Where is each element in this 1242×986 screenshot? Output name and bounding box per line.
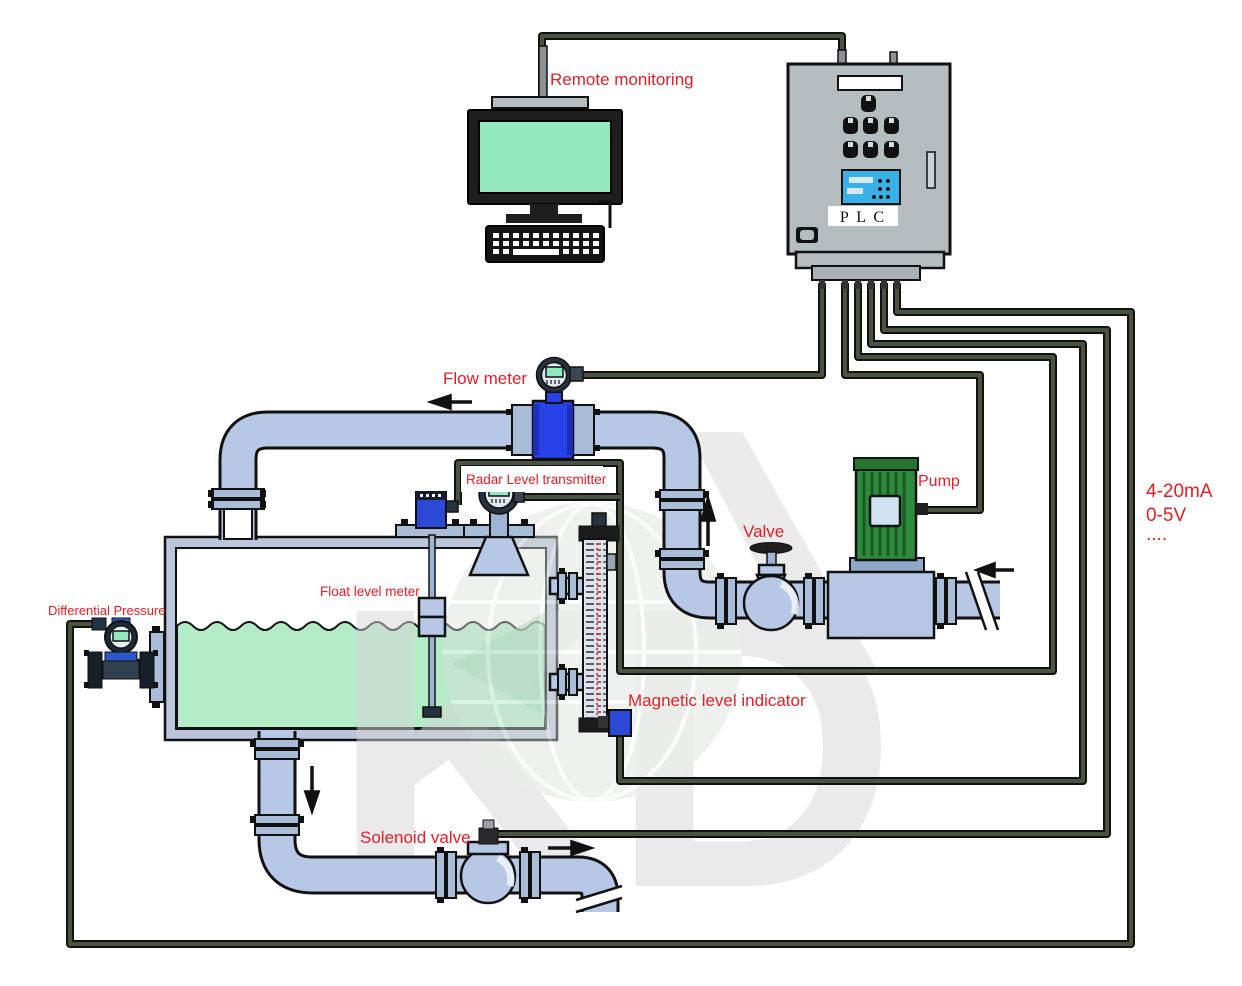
dp-flange-right: [139, 651, 155, 689]
pump-casing: [826, 570, 936, 640]
cabinet-terminal-strip: [811, 265, 921, 281]
pipe-flanges: [208, 488, 957, 903]
pump-nameplate: [868, 494, 902, 528]
keyboard-cable: [598, 200, 612, 228]
liquid-shade-wedge: [452, 612, 545, 716]
scale-ticks: [584, 541, 606, 719]
label-signal-etc: ....: [1146, 524, 1167, 545]
radar-label-plate: [461, 466, 603, 492]
antenna-rod: [538, 45, 548, 99]
arrow-right-outlet: [548, 839, 596, 857]
cabinet-handle: [926, 151, 936, 189]
arrow-up-riser: [699, 493, 717, 546]
plc-label-plate: [828, 206, 898, 226]
label-radar-level-transmitter: Radar Level transmitter: [466, 472, 607, 487]
label-signal-4-20ma: 4-20mA: [1146, 481, 1213, 502]
flow-meter-cable-gland: [569, 366, 584, 382]
keyboard-keys: [493, 233, 599, 255]
solenoid-coil: [478, 827, 499, 845]
differential-pressure-transmitter: [84, 617, 158, 689]
label-solenoid-valve: Solenoid valve: [360, 828, 471, 847]
magnetic-level-indicator: [578, 512, 632, 737]
dp-display: [112, 630, 130, 642]
dp-flange-left: [87, 651, 103, 689]
pump-cable-gland: [916, 503, 928, 515]
globe-valve: [742, 542, 800, 632]
float: [417, 596, 447, 619]
plc-label: P L C: [840, 209, 886, 226]
valve-body: [742, 574, 800, 632]
monitor-stand: [530, 204, 558, 215]
label-pump: Pump: [918, 473, 960, 490]
label-float-level-meter: Float level meter: [320, 584, 420, 599]
cabinet-indicator-knobs: [843, 95, 899, 158]
label-flow-meter: Flow meter: [443, 369, 527, 388]
float-level-meter: [415, 491, 459, 718]
label-signal-0-5v: 0-5V: [1146, 505, 1186, 526]
solenoid-valve: [459, 819, 517, 905]
pipe-break-right: [964, 571, 1000, 631]
label-valve: Valve: [743, 522, 784, 541]
tank-inlet-nozzle: [223, 508, 253, 540]
plc-screen: [841, 169, 901, 205]
flow-arrows: [303, 393, 1014, 857]
label-remote-monitoring: Remote monitoring: [550, 70, 694, 89]
terminal-pins: [819, 280, 900, 289]
label-magnetic-level-indicator: Magnetic level indicator: [628, 691, 806, 710]
monitor-screen: [478, 120, 612, 194]
arrow-down-drain: [303, 766, 321, 816]
solenoid-body: [459, 847, 517, 905]
flow-meter: [506, 356, 600, 461]
monitor-workstation: [467, 45, 623, 263]
label-differential-pressure: Differential Pressure: [48, 603, 166, 618]
arrow-left-suction: [973, 561, 1014, 579]
pump: [826, 457, 936, 640]
labels: Remote monitoring Flow meter Radar Level…: [48, 70, 1213, 847]
magnetic-indicator-nozzles: [548, 568, 588, 700]
level-switch-sensor: [608, 709, 632, 737]
cabinet-slot: [837, 75, 903, 91]
arrow-left-top: [426, 393, 472, 411]
antenna-plate: [491, 96, 589, 109]
flow-meter-display: [545, 366, 564, 378]
flow-meter-body: [531, 399, 575, 461]
pipe-break-bottom: [575, 884, 623, 914]
tank-liquid: [176, 621, 546, 729]
plc-cabinet: P L C: [786, 49, 952, 289]
